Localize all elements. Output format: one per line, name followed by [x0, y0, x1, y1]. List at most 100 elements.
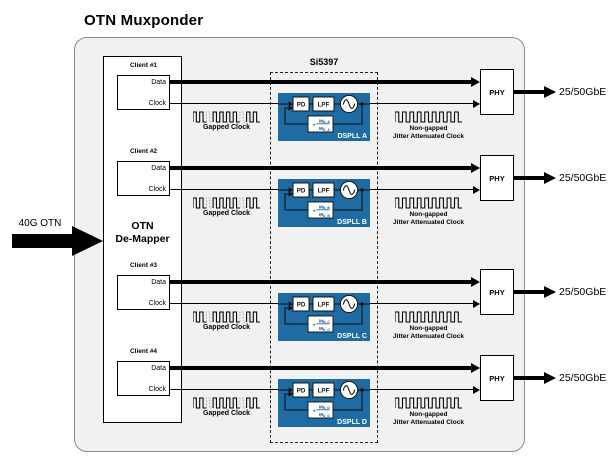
- attenuated-clock-line: [370, 103, 473, 105]
- dspll-block: PD LPF ÷ MN_D MD_D DSPLL D: [278, 379, 370, 427]
- pd-label: PD: [297, 301, 306, 308]
- divider-numerator: MN_A: [319, 118, 330, 124]
- client-data-pin: Data: [151, 165, 166, 172]
- gapped-clock-line: [170, 189, 279, 191]
- divide-symbol: ÷: [313, 122, 317, 128]
- lpf-label: LPF: [318, 101, 330, 108]
- clock-arrow-icon: [473, 100, 480, 108]
- phy-box: PHY: [480, 69, 514, 115]
- client-box: Data Clock: [117, 161, 170, 196]
- nongapped-clock-label: Non-gapped Jitter Attenuated Clock: [393, 125, 464, 140]
- pd-label: PD: [297, 387, 306, 394]
- gapped-clock-line: [170, 389, 279, 391]
- divider-denominator: MD_D: [319, 412, 330, 418]
- dspll-label: DSPLL A: [337, 133, 367, 140]
- gapped-clock-waveform-icon: [193, 197, 260, 209]
- si5397-chip-outline: [270, 72, 378, 443]
- data-line: [170, 280, 472, 284]
- lpf-label: LPF: [318, 301, 330, 308]
- client-box: Data Clock: [117, 275, 170, 310]
- muxponder-row: Client #3 Data Clock Gapped Clock PD: [0, 262, 608, 342]
- nongapped-clock-waveform-icon: [395, 311, 462, 323]
- output-line: [514, 376, 544, 380]
- output-line: [514, 176, 544, 180]
- pd-label: PD: [297, 187, 306, 194]
- client-label: Client #4: [129, 348, 158, 355]
- output-line: [514, 90, 544, 94]
- gapped-clock-line: [170, 103, 279, 105]
- gapped-clock-waveform-icon: [193, 311, 260, 323]
- client-data-pin: Data: [151, 79, 166, 86]
- dspll-block: PD LPF ÷ MN_B MD_B DSPLL B: [278, 179, 370, 227]
- client-box: Data Clock: [117, 361, 170, 396]
- divider-denominator: MD_A: [319, 126, 330, 132]
- data-arrow-icon: [471, 276, 480, 287]
- si5397-label: Si5397: [309, 57, 339, 67]
- gapped-clock-waveform-icon: [193, 111, 260, 123]
- clock-arrow-icon: [473, 186, 480, 194]
- gapped-clock-waveform-icon: [193, 397, 260, 409]
- client-clock-pin: Clock: [148, 300, 166, 307]
- gapped-clock-label: Gapped Clock: [202, 324, 251, 331]
- client-data-pin: Data: [151, 279, 166, 286]
- input-arrow-head-icon: [72, 226, 103, 256]
- client-box: Data Clock: [117, 75, 170, 110]
- dspll-label: DSPLL C: [337, 333, 367, 340]
- divide-symbol: ÷: [313, 408, 317, 414]
- client-label: Client #3: [129, 262, 158, 269]
- phy-box: PHY: [480, 355, 514, 401]
- lpf-label: LPF: [318, 187, 330, 194]
- data-line: [170, 166, 472, 170]
- client-label: Client #1: [129, 62, 158, 69]
- client-clock-pin: Clock: [148, 100, 166, 107]
- data-line: [170, 366, 472, 370]
- lpf-label: LPF: [318, 387, 330, 394]
- nongapped-clock-label: Non-gapped Jitter Attenuated Clock: [393, 211, 464, 226]
- output-rate-label: 25/50GbE: [559, 172, 607, 184]
- clock-arrow-icon: [473, 386, 480, 394]
- clock-arrow-icon: [473, 300, 480, 308]
- client-label: Client #2: [129, 148, 158, 155]
- client-clock-pin: Clock: [148, 186, 166, 193]
- divide-symbol: ÷: [313, 322, 317, 328]
- phy-box: PHY: [480, 269, 514, 315]
- divider-numerator: MN_B: [319, 204, 330, 210]
- data-arrow-icon: [471, 362, 480, 373]
- dspll-block: PD LPF ÷ MN_A MD_A DSPLL A: [278, 93, 370, 141]
- attenuated-clock-line: [370, 303, 473, 305]
- nongapped-clock-waveform-icon: [395, 397, 462, 409]
- input-arrow: [12, 234, 74, 248]
- output-line: [514, 290, 544, 294]
- nongapped-clock-label: Non-gapped Jitter Attenuated Clock: [393, 325, 464, 340]
- gapped-clock-line: [170, 303, 279, 305]
- data-arrow-icon: [471, 162, 480, 173]
- gapped-clock-label: Gapped Clock: [202, 410, 251, 417]
- attenuated-clock-line: [370, 389, 473, 391]
- client-clock-pin: Clock: [148, 386, 166, 393]
- input-40g-otn-label: 40G OTN: [18, 218, 62, 229]
- nongapped-clock-waveform-icon: [395, 197, 462, 209]
- divide-symbol: ÷: [313, 208, 317, 214]
- muxponder-row: Client #2 Data Clock Gapped Clock PD: [0, 148, 608, 228]
- otn-demapper-label: OTN De-Mapper: [115, 220, 170, 245]
- data-arrow-icon: [471, 76, 480, 87]
- output-arrow-icon: [544, 372, 556, 384]
- data-line: [170, 80, 472, 84]
- divider-denominator: MD_C: [319, 326, 330, 332]
- gapped-clock-label: Gapped Clock: [202, 210, 251, 217]
- output-arrow-icon: [544, 172, 556, 184]
- output-rate-label: 25/50GbE: [559, 372, 607, 384]
- output-arrow-icon: [544, 86, 556, 98]
- phy-box: PHY: [480, 155, 514, 201]
- muxponder-row: Client #4 Data Clock Gapped Clock PD: [0, 348, 608, 428]
- dspll-block: PD LPF ÷ MN_C MD_C DSPLL C: [278, 293, 370, 341]
- nongapped-clock-waveform-icon: [395, 111, 462, 123]
- divider-denominator: MD_B: [319, 212, 330, 218]
- output-rate-label: 25/50GbE: [559, 86, 607, 98]
- client-data-pin: Data: [151, 365, 166, 372]
- divider-numerator: MN_C: [319, 318, 330, 324]
- output-rate-label: 25/50GbE: [559, 286, 607, 298]
- nongapped-clock-label: Non-gapped Jitter Attenuated Clock: [393, 411, 464, 426]
- attenuated-clock-line: [370, 189, 473, 191]
- pd-label: PD: [297, 101, 306, 108]
